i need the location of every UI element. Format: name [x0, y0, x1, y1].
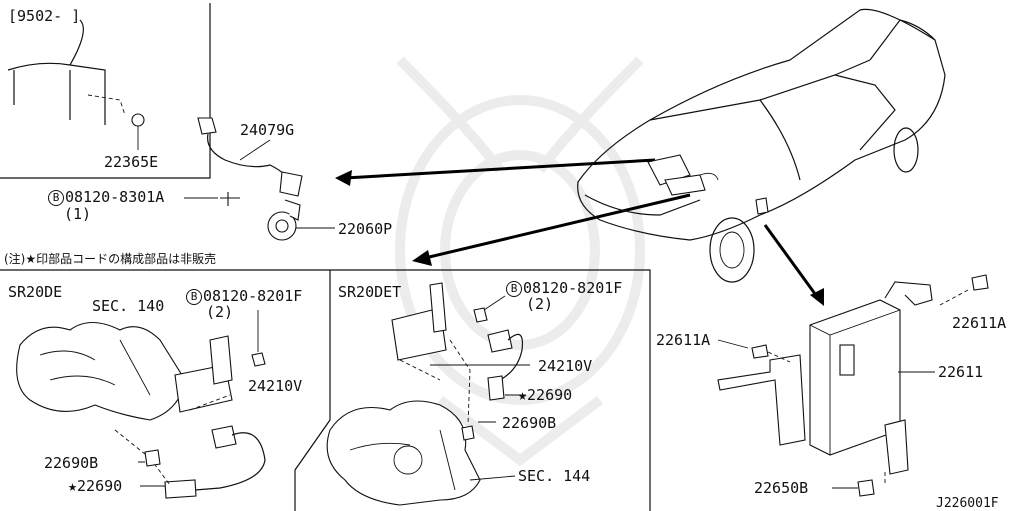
car-illustration	[577, 8, 946, 283]
sec140-label: SEC. 140	[92, 297, 165, 315]
part-number-highlight: 22650	[754, 479, 800, 497]
ecu-unit	[717, 274, 989, 497]
sr20det-title: SR20DET	[338, 283, 402, 301]
sr20de-manifold	[16, 310, 266, 499]
part-24210v-det-label: 24210V	[538, 357, 593, 375]
arrow-to-engine	[424, 193, 691, 260]
part-24079g-label: 24079G	[240, 121, 295, 139]
sr20det-turbo	[326, 282, 530, 506]
part-22060p-label: 22060P	[338, 220, 393, 238]
part-22611a-right-label: 22611A	[952, 314, 1007, 332]
star-icon: ★	[518, 386, 528, 404]
part-22365e-label: 22365E	[104, 153, 159, 171]
sr20de-title: SR20DE	[8, 283, 63, 301]
b-mark-icon: B	[186, 289, 202, 305]
part-22690-de-label: ★22690	[68, 477, 123, 495]
part-22611a-left-label: 22611A	[656, 331, 711, 349]
bolt-de-qty: (2)	[206, 303, 234, 321]
part-24210v-de-label: 24210V	[248, 377, 303, 395]
panel-frames	[0, 269, 651, 511]
part-22690b-de-label: 22690B	[44, 454, 99, 472]
part-22650b-label: 22650B	[754, 479, 809, 497]
star-icon: ★	[68, 477, 78, 495]
b-mark-icon: B	[506, 281, 522, 297]
inset-frame	[0, 3, 211, 179]
part-22690b-det-label: 22690B	[502, 414, 557, 432]
sec144-label: SEC. 144	[518, 467, 591, 485]
part-22611-label: 22611	[938, 363, 984, 381]
note-text: (注)★印部品コードの構成部品は非販売	[4, 252, 217, 266]
inset-shelf	[7, 19, 106, 125]
date-range-label: [9502- ]	[8, 7, 81, 25]
diagram-code: J226001F	[936, 496, 999, 511]
arrow-to-sensor	[344, 158, 656, 180]
watermark-emblem	[395, 56, 645, 467]
bolt-det-qty: (2)	[526, 295, 554, 313]
b-mark-icon: B	[48, 190, 64, 206]
part-22690-det-label: ★22690	[518, 386, 573, 404]
arrow-to-ecu	[763, 224, 820, 299]
bolt-main-qty: (1)	[64, 205, 92, 223]
